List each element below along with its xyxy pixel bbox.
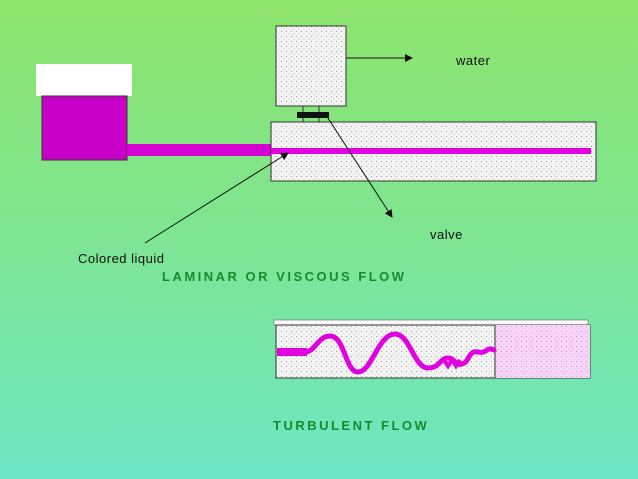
valve-label: valve [430, 227, 463, 242]
dye-reservoir [41, 95, 128, 161]
colored-liquid-label: Colored liquid [78, 251, 165, 266]
turbulent-dispersed-dye [495, 325, 590, 378]
dye-reservoir-lid [36, 64, 132, 96]
water-tank [275, 25, 347, 107]
valve-arrow [323, 111, 393, 218]
dye-feed-pipe [127, 144, 272, 156]
water-label: water [456, 53, 491, 68]
turbulent-tube-top-bar [273, 319, 589, 326]
laminar-flow-title: LAMINAR OR VISCOUS FLOW [162, 269, 407, 284]
valve [297, 112, 329, 118]
laminar-dye-stream [271, 148, 591, 154]
turbulent-dye-inlet [277, 348, 307, 356]
turbulent-flow-title: TURBULENT FLOW [273, 418, 430, 433]
colored-liquid-arrow [144, 152, 289, 244]
turbulent-dye-stream [302, 331, 497, 375]
